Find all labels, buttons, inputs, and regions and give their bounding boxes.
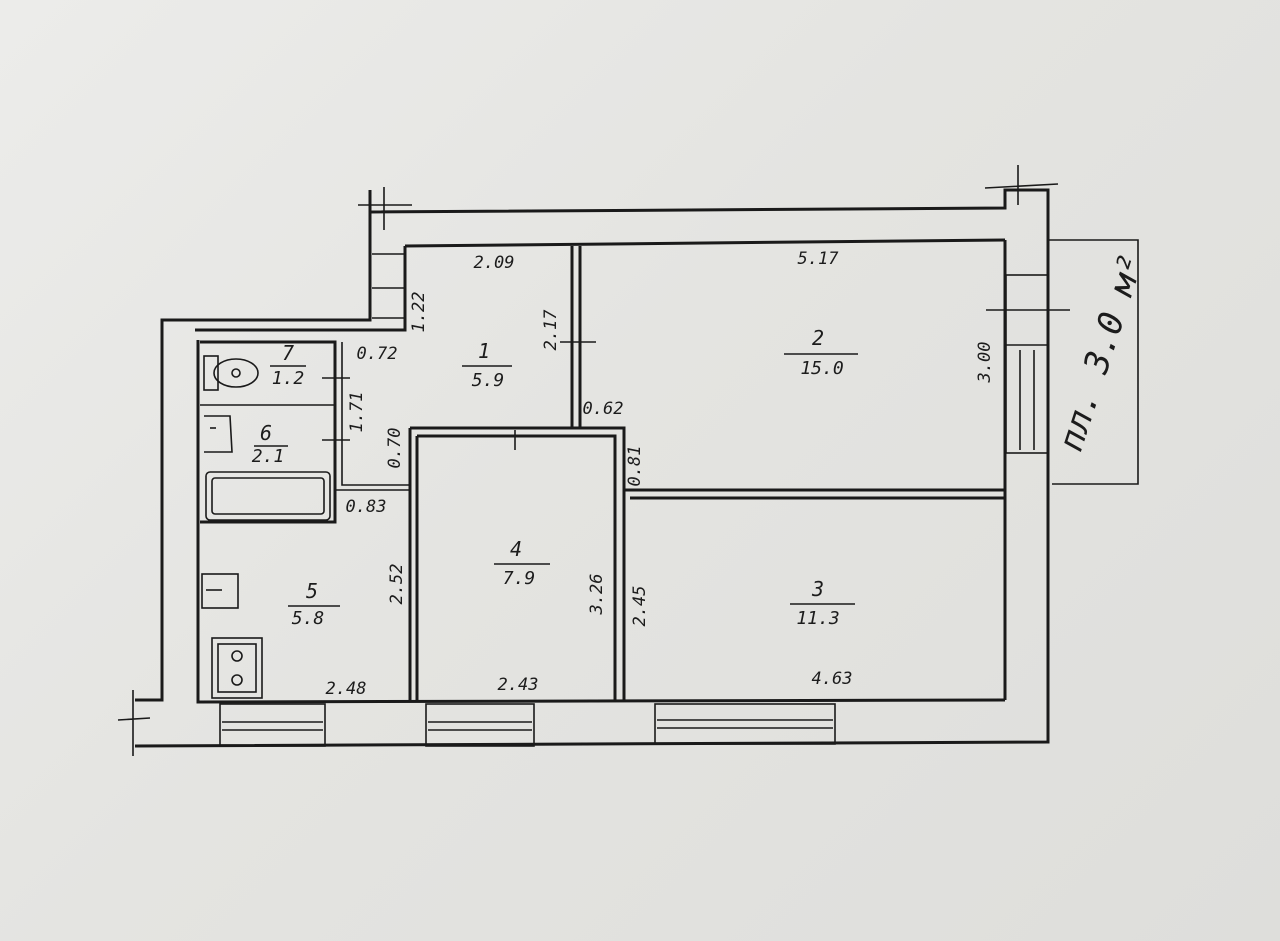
stove-icon xyxy=(211,637,263,699)
room-area: 15.0 xyxy=(800,358,843,379)
room-area: 5.8 xyxy=(292,608,325,629)
room-1-label: 1 5.9 xyxy=(462,339,512,391)
balcony-area-note: пл. 3.0 м² xyxy=(1051,249,1152,456)
room-number: 6 xyxy=(260,421,272,445)
room-number: 5 xyxy=(306,579,318,603)
sink-icon xyxy=(204,415,233,453)
outer-walls xyxy=(117,165,1059,756)
dimensions: 2.09 5.17 1.22 2.17 0.72 1.71 0.70 0.62 … xyxy=(326,249,995,699)
room-area: 1.2 xyxy=(272,368,305,389)
room-area: 5.9 xyxy=(472,370,505,391)
room-number: 1 xyxy=(478,339,490,363)
dimension-label: 2.43 xyxy=(498,675,539,695)
room-area: 7.9 xyxy=(503,568,536,589)
room-5-label: 5 5.8 xyxy=(288,579,340,629)
dimension-label: 0.83 xyxy=(346,497,387,517)
fixtures xyxy=(201,355,331,699)
dimension-label: 2.45 xyxy=(630,586,650,627)
dimension-label: 0.81 xyxy=(625,446,645,487)
bathtub-icon xyxy=(205,471,331,521)
dimension-label: 2.17 xyxy=(541,309,561,351)
room-2-label: 2 15.0 xyxy=(784,326,858,379)
partitions xyxy=(200,246,1005,700)
balcony xyxy=(1048,239,1139,485)
room-7-label: 7 1.2 xyxy=(270,341,306,389)
dimension-label: 3.00 xyxy=(975,342,995,384)
dimension-label: 3.26 xyxy=(587,574,607,616)
room-number: 4 xyxy=(510,537,522,561)
room-area: 11.3 xyxy=(796,608,839,629)
kitchen-sink-icon xyxy=(201,573,239,609)
room-4-label: 4 7.9 xyxy=(494,537,550,589)
dimension-label: 0.72 xyxy=(357,344,398,364)
dimension-label: 5.17 xyxy=(798,249,840,269)
room-number: 7 xyxy=(282,341,294,365)
room-6-label: 6 2.1 xyxy=(252,421,288,467)
windows xyxy=(219,274,1070,747)
room-labels: 1 5.9 2 15.0 3 11.3 4 7.9 5 5.8 6 2.1 xyxy=(252,326,858,629)
dimension-label: 0.70 xyxy=(385,428,405,469)
room-area: 2.1 xyxy=(252,446,285,467)
room-number: 3 xyxy=(811,577,824,601)
toilet-icon xyxy=(203,355,259,391)
dimension-label: 0.62 xyxy=(583,399,624,419)
dimension-label: 2.52 xyxy=(387,564,407,605)
dimension-label: 1.22 xyxy=(409,292,429,333)
dimension-label: 4.63 xyxy=(812,669,853,689)
dimension-label: 2.48 xyxy=(326,679,367,699)
room-number: 2 xyxy=(812,326,824,350)
dimension-label: 1.71 xyxy=(347,392,367,433)
dimension-label: 2.09 xyxy=(474,253,515,273)
room-3-label: 3 11.3 xyxy=(790,577,855,629)
